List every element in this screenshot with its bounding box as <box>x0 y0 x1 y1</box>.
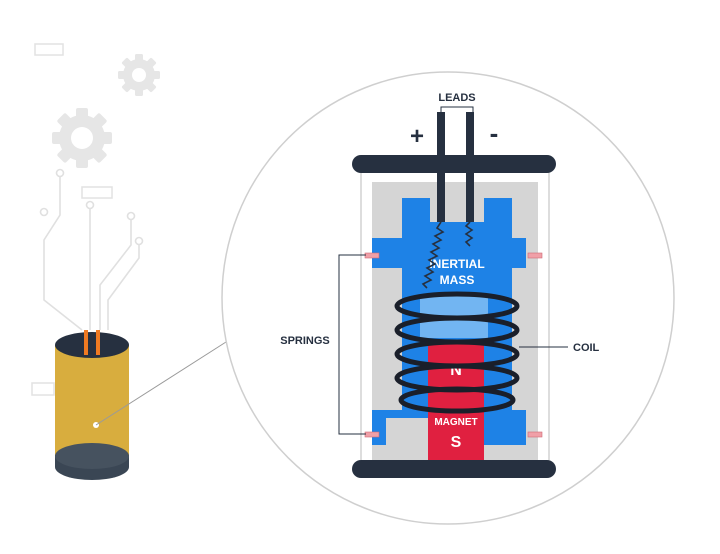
background-decor <box>31 43 160 396</box>
gear-icon <box>118 54 160 96</box>
inertial-mass-label-2: MASS <box>440 273 475 287</box>
leads-bracket <box>440 106 474 113</box>
cylinder-top-cap <box>55 332 129 358</box>
bottom-cap <box>352 460 556 478</box>
springs-label: SPRINGS <box>280 335 330 347</box>
magnet-pole-n: N <box>450 362 462 379</box>
plus-sign: + <box>410 123 424 150</box>
inertial-mass-label-1: INERTIAL <box>429 257 484 271</box>
trace-endpoints <box>39 168 144 246</box>
circuit-traces <box>43 173 140 331</box>
placeholder-box-icon <box>31 382 55 396</box>
placeholder-box-icon <box>34 43 64 56</box>
gear-icon <box>52 108 112 168</box>
positive-lead <box>437 112 445 222</box>
placeholder-box-icon <box>81 186 113 199</box>
geophone-body <box>55 330 129 480</box>
orange-lead-wire <box>96 330 100 355</box>
top-cap <box>352 155 556 173</box>
leads-label: LEADS <box>438 92 475 104</box>
spring <box>364 252 543 438</box>
magnet <box>428 342 484 460</box>
negative-lead <box>466 112 474 222</box>
coil-label: COIL <box>573 342 600 354</box>
coil <box>394 291 520 414</box>
magnet-label: MAGNET <box>434 417 477 428</box>
orange-lead-wire <box>84 330 88 355</box>
springs-bracket <box>338 254 366 435</box>
magnet-pole-s: S <box>451 434 462 451</box>
minus-sign: - <box>490 118 499 148</box>
zoom-line <box>95 341 227 426</box>
lead-wire-spring <box>421 221 474 289</box>
